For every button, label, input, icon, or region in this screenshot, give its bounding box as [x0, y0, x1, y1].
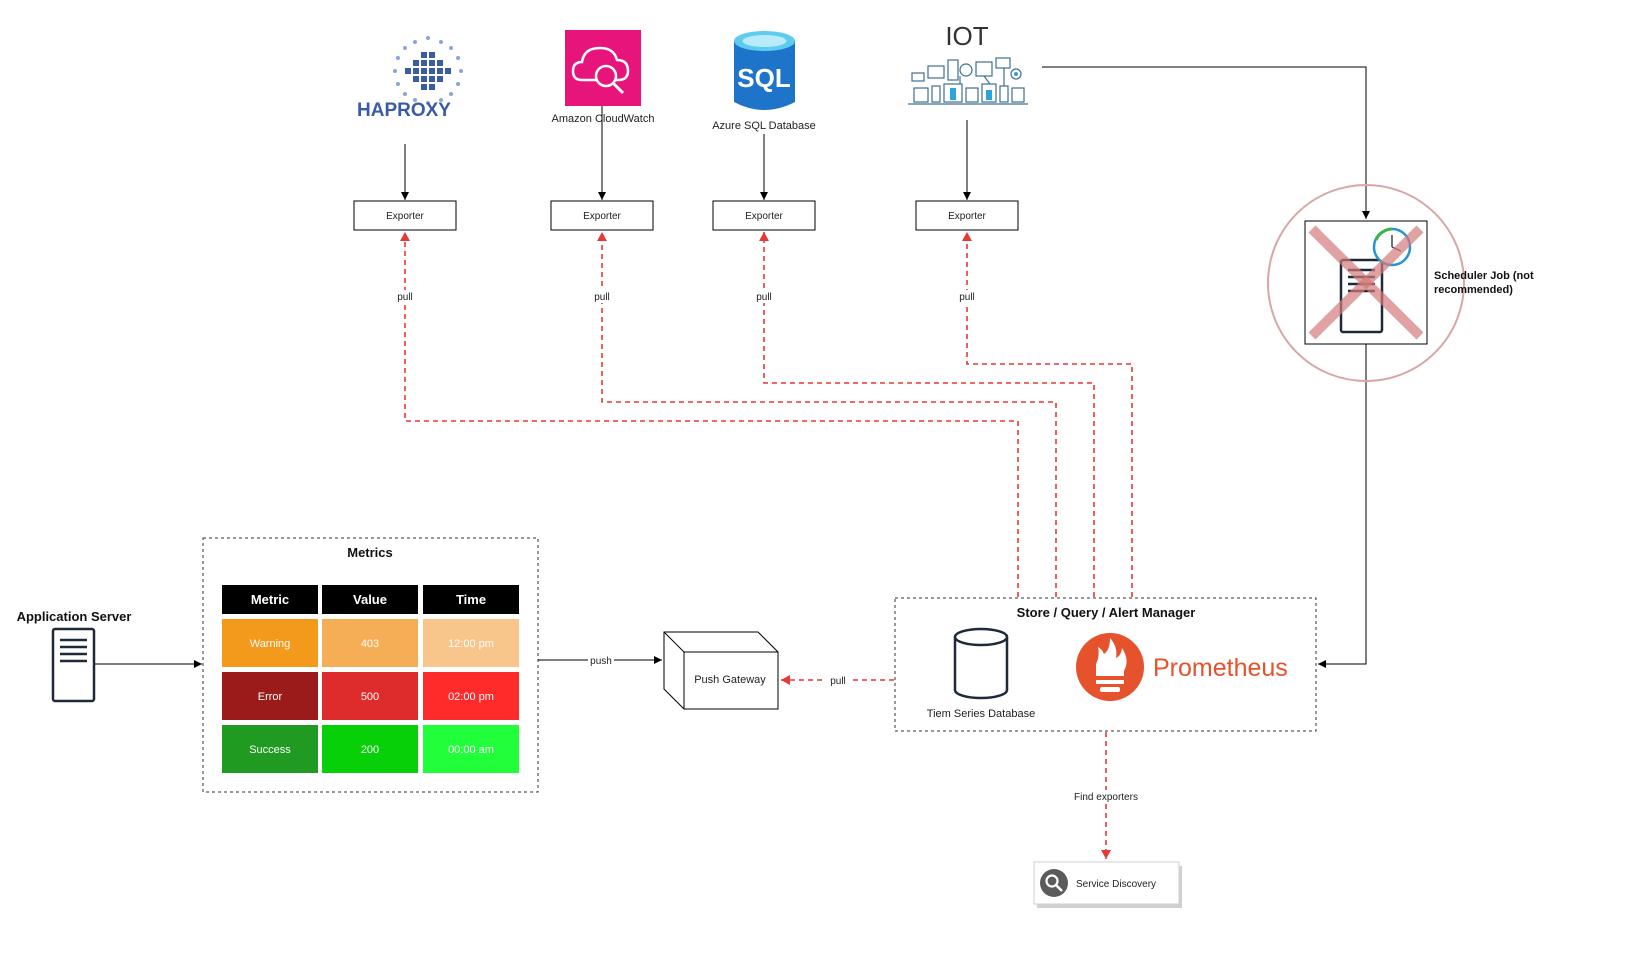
exporter-haproxy: Exporter	[353, 200, 457, 231]
iot-devices-icon	[908, 57, 1028, 105]
pull-gateway-label: pull	[830, 676, 846, 687]
not-recommended-circle	[1267, 184, 1465, 382]
metrics-table-cell: Warning	[250, 638, 291, 650]
store-query-alert-manager: Store / Query / Alert Manager Tiem Serie…	[894, 597, 1317, 732]
tsdb-label: Tiem Series Database	[927, 708, 1035, 720]
push-gateway: Push Gateway	[663, 631, 779, 710]
exporter-sql: Exporter	[712, 200, 816, 231]
metrics-header-cell: Value	[353, 592, 387, 607]
metrics-table-cell-bg	[222, 619, 318, 667]
scheduler-label-line2: recommended)	[1434, 284, 1513, 296]
cross-icon	[1308, 225, 1424, 340]
svg-text:Exporter: Exporter	[948, 211, 986, 222]
push-gateway-label: Push Gateway	[694, 674, 766, 686]
service-discovery-label: Service Discovery	[1076, 879, 1156, 890]
metrics-table-cell-bg	[423, 619, 519, 667]
metrics-table-cell: Success	[249, 744, 291, 756]
pull-edge-sql	[759, 232, 1095, 597]
azure-sql-source: SQL Azure SQL Database	[712, 31, 816, 132]
tsdb-cylinder-icon	[953, 627, 1009, 700]
iot-accent-icon	[950, 72, 1018, 100]
service-discovery: Service Discovery	[1033, 861, 1182, 908]
pull-label-haproxy: pull	[397, 292, 413, 303]
metrics-table-cell-bg	[222, 725, 318, 773]
pull-edge-cloudwatch	[597, 232, 1057, 597]
metrics-table-cell-bg	[322, 725, 418, 773]
svg-text:Exporter: Exporter	[745, 211, 783, 222]
search-icon	[1040, 869, 1068, 897]
find-exporters-label: Find exporters	[1074, 792, 1138, 803]
metrics-table-cell: 403	[361, 638, 379, 650]
haproxy-wordmark: HAPROXY	[357, 100, 451, 121]
iot-source: IOT	[908, 21, 1028, 105]
metrics-header-cell-bg	[322, 585, 418, 614]
metrics-table-cell-bg	[222, 672, 318, 720]
cloudwatch-icon	[565, 30, 641, 106]
prometheus-wordmark: Prometheus	[1153, 654, 1288, 682]
store-title: Store / Query / Alert Manager	[1017, 605, 1196, 620]
prometheus-logo-icon	[1076, 633, 1144, 701]
sql-icon-text: SQL	[737, 63, 791, 93]
metrics-table-cell: 500	[361, 691, 379, 703]
pull-label-cloudwatch: pull	[594, 292, 610, 303]
exporter-iot: Exporter	[915, 200, 1019, 231]
pull-edge-haproxy	[400, 232, 1019, 597]
metrics-table-cell: 200	[361, 744, 379, 756]
scheduler-to-store-edge	[1318, 344, 1367, 668]
metrics-header-cell-bg	[222, 585, 318, 614]
metrics-table-cell-bg	[423, 672, 519, 720]
sql-caption: Azure SQL Database	[712, 120, 816, 132]
svg-text:Exporter: Exporter	[386, 211, 424, 222]
iot-to-scheduler-edge	[1042, 66, 1370, 219]
exporter-cloudwatch: Exporter	[550, 200, 654, 231]
push-edge-label: push	[590, 656, 612, 667]
metrics-header-cell-bg	[423, 585, 519, 614]
metrics-table-cell-bg	[322, 672, 418, 720]
pull-label-sql: pull	[756, 292, 772, 303]
pull-label-iot: pull	[959, 292, 975, 303]
metrics-table-cell: 00:00 am	[448, 744, 494, 756]
iot-title: IOT	[945, 21, 988, 51]
metrics-table-cell-bg	[423, 725, 519, 773]
metrics-header-cell: Time	[456, 592, 486, 607]
application-server: Application Server	[17, 609, 132, 703]
scheduler-label-line1: Scheduler Job (not	[1434, 270, 1534, 282]
cloudwatch-caption: Amazon CloudWatch	[552, 113, 655, 125]
metrics-header-cell: Metric	[251, 592, 289, 607]
server-icon	[51, 627, 96, 703]
database-cylinder-icon: SQL	[734, 31, 795, 110]
metrics-table-cell: Error	[258, 691, 283, 703]
pull-edge-iot	[962, 232, 1133, 597]
clock-icon	[1372, 227, 1412, 267]
metrics-table-cell: 12:00 pm	[448, 638, 494, 650]
app-server-label: Application Server	[17, 609, 132, 624]
cloudwatch-source: Amazon CloudWatch	[552, 30, 655, 125]
haproxy-logo-icon	[393, 36, 463, 105]
svg-text:Exporter: Exporter	[583, 211, 621, 222]
metrics-title: Metrics	[347, 545, 393, 560]
scheduler-job: Scheduler Job (not recommended)	[1267, 184, 1534, 382]
metrics-table-cell: 02:00 pm	[448, 691, 494, 703]
metrics-table-cell-bg	[322, 619, 418, 667]
haproxy-source: HAPROXY	[357, 36, 463, 121]
